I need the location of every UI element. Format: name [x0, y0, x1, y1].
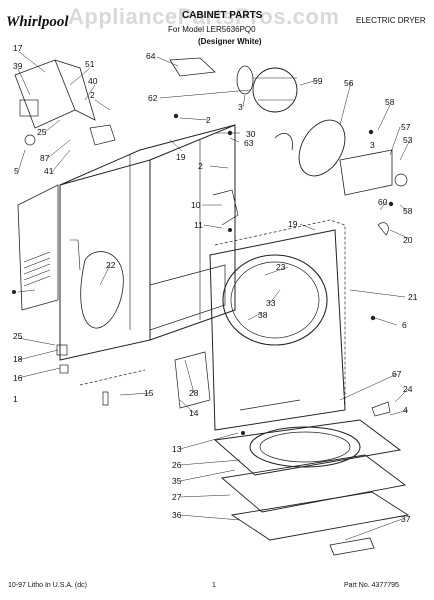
callout-38: 38 — [258, 310, 268, 320]
callout-39: 39 — [13, 61, 23, 71]
callout-4: 4 — [403, 405, 408, 415]
callout-62: 62 — [148, 93, 158, 103]
motor-assembly — [252, 67, 298, 113]
callout-37: 37 — [401, 514, 411, 524]
product-label: ELECTRIC DRYER — [356, 16, 426, 25]
cabinet-back-panel — [149, 124, 236, 341]
callout-15: 15 — [144, 388, 154, 398]
watermark: AppliancePartsPros.com — [68, 4, 340, 29]
front-panel — [209, 229, 346, 431]
footer-page: 1 — [212, 582, 216, 589]
callout-20: 20 — [403, 235, 413, 245]
callout-13: 13 — [172, 444, 182, 454]
callout-17: 17 — [13, 43, 23, 53]
callout-18: 18 — [13, 354, 23, 364]
part-64 — [169, 57, 216, 77]
callout-23: 23 — [276, 262, 286, 272]
callout-14: 14 — [189, 408, 199, 418]
callout-67: 67 — [392, 369, 402, 379]
callout-5: 5 — [14, 166, 19, 176]
cabinet-top-edge — [59, 124, 236, 186]
callout-30: 30 — [246, 129, 256, 139]
door-inner-panel — [230, 491, 410, 541]
brand-logo: Whirlpool — [6, 14, 69, 30]
callout-19: 19 — [288, 219, 298, 229]
callout-1: 1 — [13, 394, 18, 404]
diagram-title: CABINET PARTS — [182, 10, 263, 21]
callout-25: 25 — [37, 127, 47, 137]
door-handle — [329, 537, 375, 556]
callout-64: 64 — [146, 51, 156, 61]
callout-53: 53 — [403, 135, 413, 145]
callout-56: 56 — [344, 78, 354, 88]
drive-belt-ring — [236, 65, 254, 95]
variant-label: (Designer White) — [198, 37, 262, 46]
callout-24: 24 — [403, 384, 413, 394]
callout-60: 60 — [378, 197, 388, 207]
vent-slots — [23, 251, 51, 287]
callout-41: 41 — [44, 166, 54, 176]
callout-58: 58 — [385, 97, 395, 107]
callout-58: 58 — [403, 206, 413, 216]
callout-36: 36 — [172, 510, 182, 520]
drum-belt — [298, 119, 346, 177]
callout-57: 57 — [401, 122, 411, 132]
callout-28: 28 — [189, 388, 199, 398]
heater-bracket — [339, 149, 393, 196]
screw-markers — [12, 113, 394, 435]
footer-litho: 10-97 Litho In U.S.A. (dc) — [8, 582, 87, 589]
callout-22: 22 — [106, 260, 116, 270]
callout-19: 19 — [176, 152, 186, 162]
cabinet-base — [149, 264, 226, 331]
callout-33: 33 — [266, 298, 276, 308]
side-panel-shape — [80, 251, 124, 329]
callout-6: 6 — [402, 320, 407, 330]
callout-87: 87 — [40, 153, 50, 163]
callout-3: 3 — [238, 102, 243, 112]
cabinet-side-panel — [59, 159, 151, 361]
door-opening — [222, 254, 328, 346]
callout-16: 16 — [13, 373, 23, 383]
callout-11: 11 — [194, 220, 203, 230]
model-line: For Model LER5636PQ0 — [168, 25, 256, 34]
callout-3: 3 — [370, 140, 375, 150]
door-outer-panel — [220, 454, 407, 513]
callout-26: 26 — [172, 460, 182, 470]
callout-59: 59 — [313, 76, 323, 86]
callout-40: 40 — [88, 76, 98, 86]
callout-21: 21 — [408, 292, 418, 302]
footer-part-number: Part No. 4377795 — [344, 582, 399, 589]
callout-63: 63 — [244, 138, 254, 148]
console-bracket — [14, 59, 76, 129]
callout-35: 35 — [172, 476, 182, 486]
callout-2: 2 — [90, 90, 95, 100]
callout-25: 25 — [13, 331, 23, 341]
leveling-foot — [56, 344, 68, 356]
callout-2: 2 — [206, 115, 211, 125]
callout-27: 27 — [172, 492, 182, 502]
door-seal — [249, 426, 361, 468]
callout-51: 51 — [85, 59, 95, 69]
callout-2: 2 — [198, 161, 203, 171]
callout-10: 10 — [191, 200, 201, 210]
